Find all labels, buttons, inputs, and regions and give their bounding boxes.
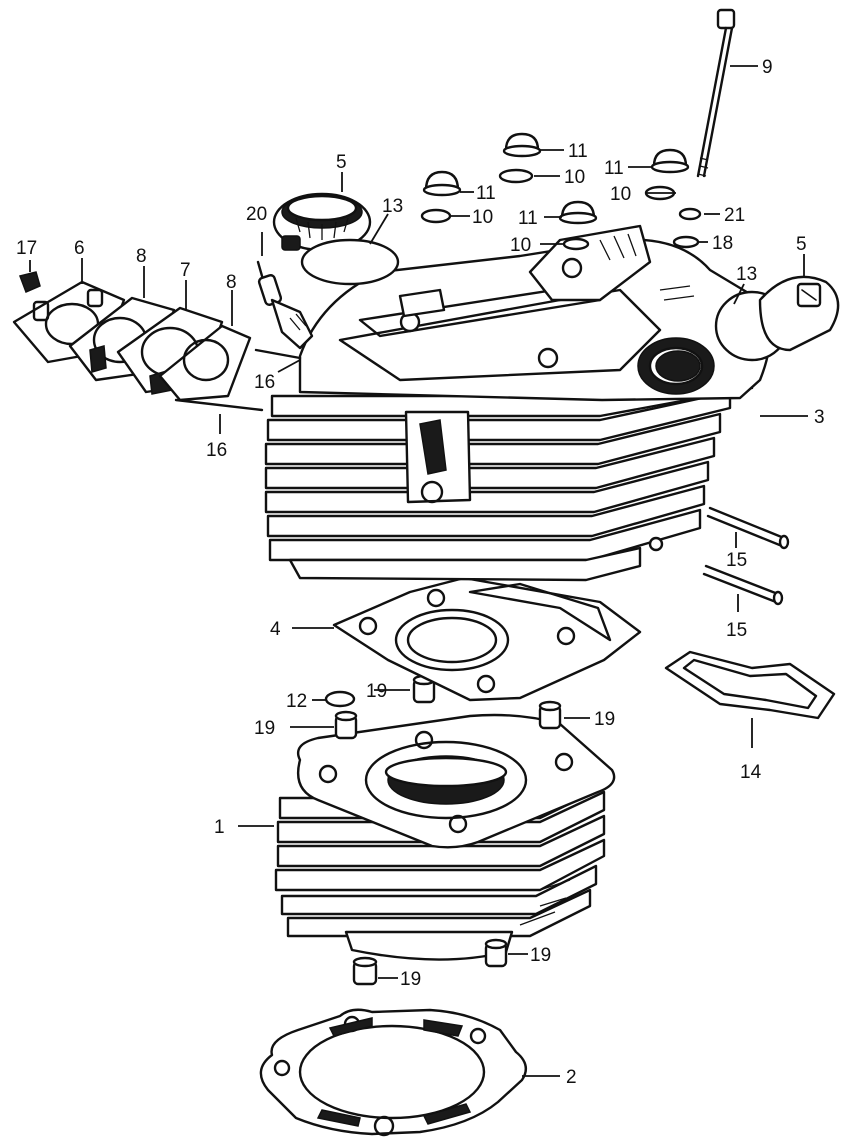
callout-18: 18 (712, 233, 733, 254)
callout-15b: 15 (726, 620, 747, 641)
callout-21: 21 (724, 205, 745, 226)
callout-10d: 10 (610, 184, 631, 205)
washer-10a-part (498, 168, 534, 184)
leader-lines (29, 65, 808, 1077)
callout-17: 17 (16, 238, 37, 259)
tappet-cap-right-part (714, 275, 840, 362)
callout-9: 9 (762, 57, 773, 78)
cap-nut-11c-part (650, 148, 690, 174)
cap-nut-11b-part (422, 170, 462, 197)
pin-15a-part (706, 506, 790, 550)
washer-10b-part (420, 208, 452, 224)
callout-19a: 19 (254, 718, 275, 739)
stud-bolt-9-part (696, 8, 736, 178)
callout-13a: 13 (382, 196, 403, 217)
intake-gasket-8b-part (158, 324, 252, 402)
callout-19c: 19 (594, 709, 615, 730)
callout-11b: 11 (476, 183, 496, 204)
callout-4: 4 (270, 619, 281, 640)
callout-20: 20 (246, 204, 267, 225)
callout-11d: 11 (518, 208, 538, 229)
callout-14: 14 (740, 762, 762, 783)
callout-19d: 19 (530, 945, 551, 966)
callout-11a: 11 (568, 141, 588, 162)
callout-12: 12 (286, 691, 307, 712)
washer-18-part (672, 235, 700, 249)
callout-5b: 5 (796, 234, 807, 255)
callout-15a: 15 (726, 550, 747, 571)
base-gasket-part (259, 1008, 528, 1137)
tappet-cap-left-part (272, 192, 372, 252)
callout-3: 3 (814, 407, 825, 428)
dowel-pin-part (538, 700, 562, 730)
o-ring-part (324, 690, 356, 708)
callout-labels: 1 2 3 4 5 5 6 7 8 8 9 10 10 10 10 11 11 … (16, 57, 825, 1088)
callout-16a: 16 (254, 372, 275, 393)
pin-15b-part (702, 564, 784, 606)
cap-nut-11a-part (502, 132, 542, 158)
callout-8a: 8 (136, 246, 147, 267)
washer-21-part (678, 207, 702, 221)
cover-gasket-part (664, 650, 836, 720)
callout-10b: 10 (472, 207, 493, 228)
callout-16b: 16 (206, 440, 227, 461)
cap-nut-11d-part (558, 200, 598, 225)
callout-19e: 19 (400, 969, 421, 990)
callout-6: 6 (74, 238, 85, 259)
callout-11c: 11 (604, 158, 624, 179)
callout-2: 2 (566, 1067, 577, 1088)
o-ring-left-part (300, 238, 400, 286)
callout-1: 1 (214, 817, 225, 838)
dowel-pin-part (484, 938, 508, 968)
callout-19b: 19 (366, 681, 387, 702)
dowel-pin-part (334, 710, 358, 740)
spark-plug-part (256, 260, 314, 350)
callout-7: 7 (180, 260, 191, 281)
callout-5a: 5 (336, 152, 347, 173)
head-gasket-part (332, 576, 642, 702)
callout-10c: 10 (510, 235, 531, 256)
callout-13b: 13 (736, 264, 757, 285)
dowel-pin-part (352, 956, 378, 986)
cylinder-block-part (274, 713, 616, 961)
callout-10a: 10 (564, 167, 585, 188)
stud-bolts (174, 348, 302, 412)
dowel-pins (334, 674, 562, 986)
callout-8b: 8 (226, 272, 237, 293)
washer-10d-part (562, 237, 590, 251)
cylinder-head-part (264, 224, 772, 582)
nut-17-part (19, 271, 41, 293)
